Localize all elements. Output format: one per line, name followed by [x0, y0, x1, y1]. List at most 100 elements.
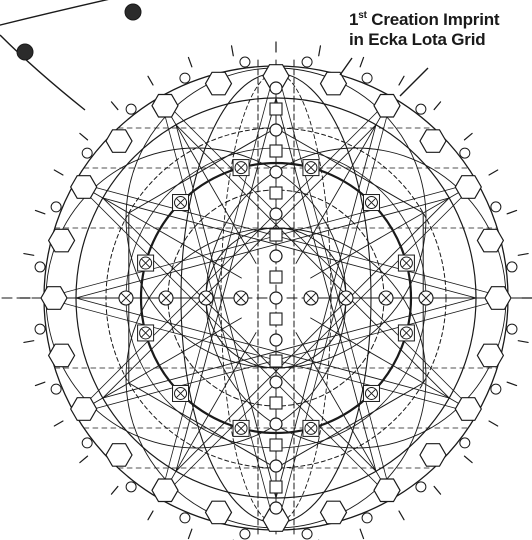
- column-node: [270, 103, 282, 115]
- outer-hex-node: [206, 72, 232, 95]
- outer-hex-node: [106, 444, 132, 467]
- outer-tick: [54, 170, 63, 175]
- column-node: [270, 229, 282, 241]
- caption-line-1: 1st Creation Imprint: [349, 10, 532, 30]
- column-node: [270, 355, 282, 367]
- caption-line-1-text: Creation Imprint: [367, 10, 500, 29]
- outer-hex-node: [321, 501, 347, 524]
- caption-pointer: [340, 58, 352, 75]
- column-node: [270, 313, 282, 325]
- rim-node: [240, 529, 250, 539]
- outer-hex-node: [485, 287, 511, 310]
- outer-tick: [188, 529, 191, 538]
- outer-tick: [111, 486, 117, 494]
- rim-node: [302, 529, 312, 539]
- outer-tick: [35, 382, 44, 385]
- column-node: [270, 166, 282, 178]
- outer-hex-node: [49, 229, 75, 252]
- corner-arc-fragment: [0, 0, 150, 110]
- rim-node: [416, 104, 426, 114]
- outer-hex-node: [152, 95, 178, 118]
- outer-hex-node: [71, 176, 97, 199]
- outer-tick: [188, 57, 191, 66]
- outer-tick: [489, 421, 498, 426]
- rim-node: [126, 482, 136, 492]
- rim-node: [240, 57, 250, 67]
- outer-hex-node: [41, 287, 67, 310]
- column-node: [270, 418, 282, 430]
- outer-tick: [54, 421, 63, 426]
- outer-tick: [148, 76, 153, 85]
- outer-hex-node: [374, 95, 400, 118]
- rim-node: [491, 202, 501, 212]
- outer-tick: [434, 102, 440, 110]
- rim-node: [362, 73, 372, 83]
- outer-hex-node: [71, 398, 97, 421]
- outer-tick: [24, 341, 34, 343]
- rim-node: [302, 57, 312, 67]
- caption-line-2: in Ecka Lota Grid: [349, 30, 532, 50]
- column-node: [270, 187, 282, 199]
- outer-tick: [489, 170, 498, 175]
- rim-node: [82, 148, 92, 158]
- outer-hex-node: [420, 444, 446, 467]
- caption-ordinal: 1: [349, 10, 358, 29]
- outer-tick: [360, 529, 363, 538]
- outer-tick: [111, 102, 117, 110]
- rim-node: [460, 148, 470, 158]
- outer-tick: [80, 133, 88, 139]
- caption-pointer-lines: [340, 58, 428, 96]
- rim-node: [416, 482, 426, 492]
- column-node: [270, 208, 282, 220]
- rim-node: [35, 262, 45, 272]
- column-node: [270, 439, 282, 451]
- outer-tick: [518, 254, 528, 256]
- rim-node: [180, 73, 190, 83]
- outer-hex-node: [49, 344, 75, 367]
- corner-arc: [0, 35, 85, 110]
- diagram-caption: 1st Creation Imprint in Ecka Lota Grid: [349, 10, 532, 50]
- rim-node: [507, 262, 517, 272]
- outer-tick: [399, 76, 404, 85]
- outer-tick: [507, 210, 516, 213]
- column-node: [270, 250, 282, 262]
- column-node: [270, 82, 282, 94]
- outer-tick: [434, 486, 440, 494]
- outer-hex-node: [420, 130, 446, 153]
- outer-tick: [24, 254, 34, 256]
- outer-hex-node: [455, 176, 481, 199]
- outer-hex-node: [455, 398, 481, 421]
- rim-node: [491, 384, 501, 394]
- outer-tick: [464, 133, 472, 139]
- outer-hex-node: [106, 130, 132, 153]
- outer-tick: [148, 511, 153, 520]
- outer-tick: [232, 46, 234, 56]
- outer-tick: [80, 456, 88, 462]
- outer-hex-node: [477, 344, 503, 367]
- outer-tick: [35, 210, 44, 213]
- outer-tick: [399, 511, 404, 520]
- rim-node: [126, 104, 136, 114]
- caption-ordinal-suffix: st: [358, 10, 367, 21]
- outer-tick: [507, 382, 516, 385]
- rim-node: [35, 324, 45, 334]
- outer-hex-node: [321, 72, 347, 95]
- grid-lines: [2, 42, 532, 540]
- rim-node: [82, 438, 92, 448]
- corner-node: [17, 44, 33, 60]
- outer-tick: [518, 341, 528, 343]
- rim-node: [362, 513, 372, 523]
- outer-hex-node: [477, 229, 503, 252]
- rim-node: [507, 324, 517, 334]
- outer-hex-node: [152, 479, 178, 502]
- rim-node: [180, 513, 190, 523]
- column-node: [270, 124, 282, 136]
- column-node: [270, 334, 282, 346]
- outer-tick: [464, 456, 472, 462]
- rim-node: [51, 202, 61, 212]
- caption-pointer: [400, 68, 428, 96]
- column-node: [270, 292, 282, 304]
- outer-hex-node: [374, 479, 400, 502]
- rim-node: [51, 384, 61, 394]
